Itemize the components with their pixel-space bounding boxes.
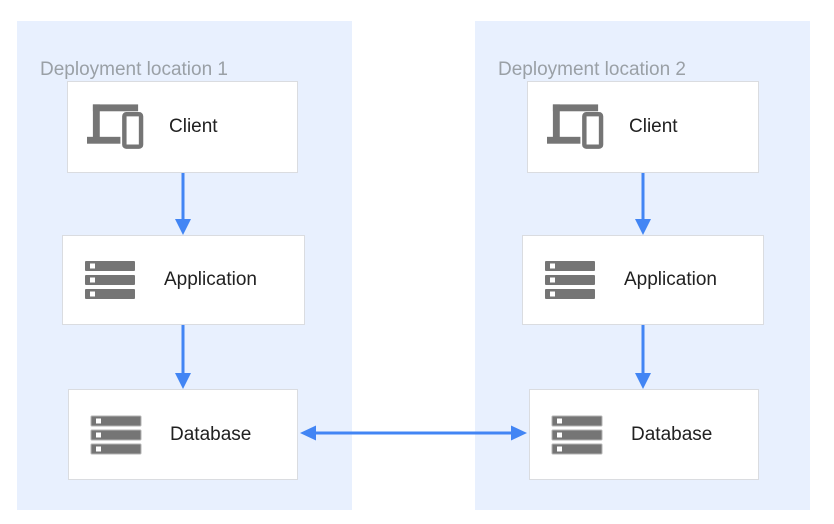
node-label: Database xyxy=(631,423,713,445)
application-node-2: Application xyxy=(522,235,764,325)
node-label: Client xyxy=(169,116,218,137)
database-node-1: Database xyxy=(68,389,298,480)
panel-title: Deployment location 2 xyxy=(498,59,686,80)
panel-title: Deployment location 1 xyxy=(40,59,228,80)
node-label: Client xyxy=(629,116,678,137)
application-node-1: Application xyxy=(62,235,305,325)
client-node-2: Client xyxy=(527,81,759,173)
arrow-client-to-application-1 xyxy=(173,173,193,235)
client-devices-icon xyxy=(546,104,604,150)
arrow-application-to-database-1 xyxy=(173,325,193,389)
deployment-panel-1: Deployment location 1 Client xyxy=(17,21,352,510)
arrow-database-bidirectional xyxy=(300,423,527,443)
arrow-client-to-application-2 xyxy=(633,173,653,235)
application-server-icon xyxy=(81,261,139,299)
database-server-icon xyxy=(87,415,145,455)
deployment-panel-2: Deployment location 2 Client xyxy=(475,21,810,510)
application-server-icon xyxy=(541,261,599,299)
node-label: Application xyxy=(624,269,717,290)
database-node-2: Database xyxy=(529,389,759,480)
arrow-application-to-database-2 xyxy=(633,325,653,389)
client-node-1: Client xyxy=(67,81,298,173)
client-devices-icon xyxy=(86,104,144,150)
node-label: Application xyxy=(164,269,257,290)
database-server-icon xyxy=(548,415,606,455)
node-label: Database xyxy=(170,423,252,445)
